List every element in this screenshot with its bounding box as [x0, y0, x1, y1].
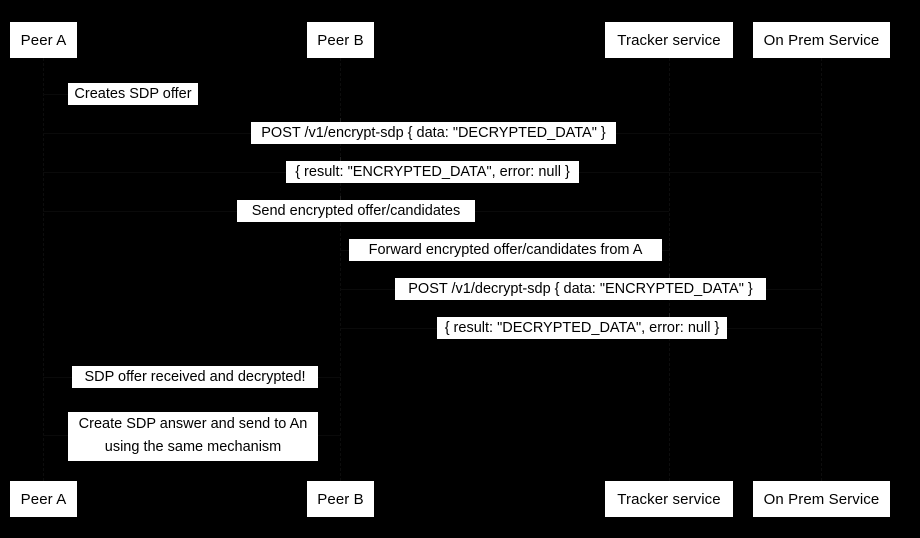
participant-header-tracker-service-label: Tracker service: [617, 31, 721, 49]
participant-header-peer-a-label: Peer A: [20, 31, 67, 49]
participant-footer-peer-a[interactable]: Peer A: [10, 481, 77, 517]
participant-footer-peer-b-label: Peer B: [317, 490, 364, 508]
lifeline-tick-peer-b-2: [340, 157, 341, 161]
participant-header-on-prem-service[interactable]: On Prem Service: [753, 22, 890, 58]
participant-header-peer-a[interactable]: Peer A: [10, 22, 77, 58]
message-label-creates-sdp-offer[interactable]: Creates SDP offer: [68, 83, 198, 105]
lifeline-tracker: [669, 58, 670, 481]
lifeline-peer-a: [43, 58, 44, 481]
participant-footer-on-prem-service[interactable]: On Prem Service: [753, 481, 890, 517]
participant-header-peer-b[interactable]: Peer B: [307, 22, 374, 58]
message-label-create-sdp-answer[interactable]: Create SDP answer and send to An using t…: [68, 412, 318, 461]
participant-footer-on-prem-service-label: On Prem Service: [763, 490, 880, 508]
message-label-post-encrypt-sdp[interactable]: POST /v1/encrypt-sdp { data: "DECRYPTED_…: [251, 122, 616, 144]
message-label-sdp-offer-received[interactable]: SDP offer received and decrypted!: [72, 366, 318, 388]
participant-footer-tracker-service-label: Tracker service: [617, 490, 721, 508]
message-label-decrypt-sdp-result[interactable]: { result: "DECRYPTED_DATA", error: null …: [437, 317, 727, 339]
message-label-encrypt-sdp-result[interactable]: { result: "ENCRYPTED_DATA", error: null …: [286, 161, 579, 183]
message-label-forward-encrypted-offer[interactable]: Forward encrypted offer/candidates from …: [349, 239, 662, 261]
lifeline-tick-peer-b-1: [340, 118, 341, 122]
lifeline-tick-tracker-1: [669, 274, 670, 278]
lifeline-peer-b: [340, 58, 341, 481]
lifeline-tick-peer-b-3: [340, 196, 341, 200]
participant-footer-tracker-service[interactable]: Tracker service: [605, 481, 733, 517]
participant-header-on-prem-service-label: On Prem Service: [763, 31, 880, 49]
participant-header-peer-b-label: Peer B: [317, 31, 364, 49]
participant-header-tracker-service[interactable]: Tracker service: [605, 22, 733, 58]
participant-footer-peer-a-label: Peer A: [20, 490, 67, 508]
message-label-post-decrypt-sdp[interactable]: POST /v1/decrypt-sdp { data: "ENCRYPTED_…: [395, 278, 766, 300]
lifeline-tick-tracker-2: [669, 313, 670, 317]
message-label-send-encrypted-offer[interactable]: Send encrypted offer/candidates: [237, 200, 475, 222]
participant-footer-peer-b[interactable]: Peer B: [307, 481, 374, 517]
lifeline-on-prem: [821, 58, 822, 481]
